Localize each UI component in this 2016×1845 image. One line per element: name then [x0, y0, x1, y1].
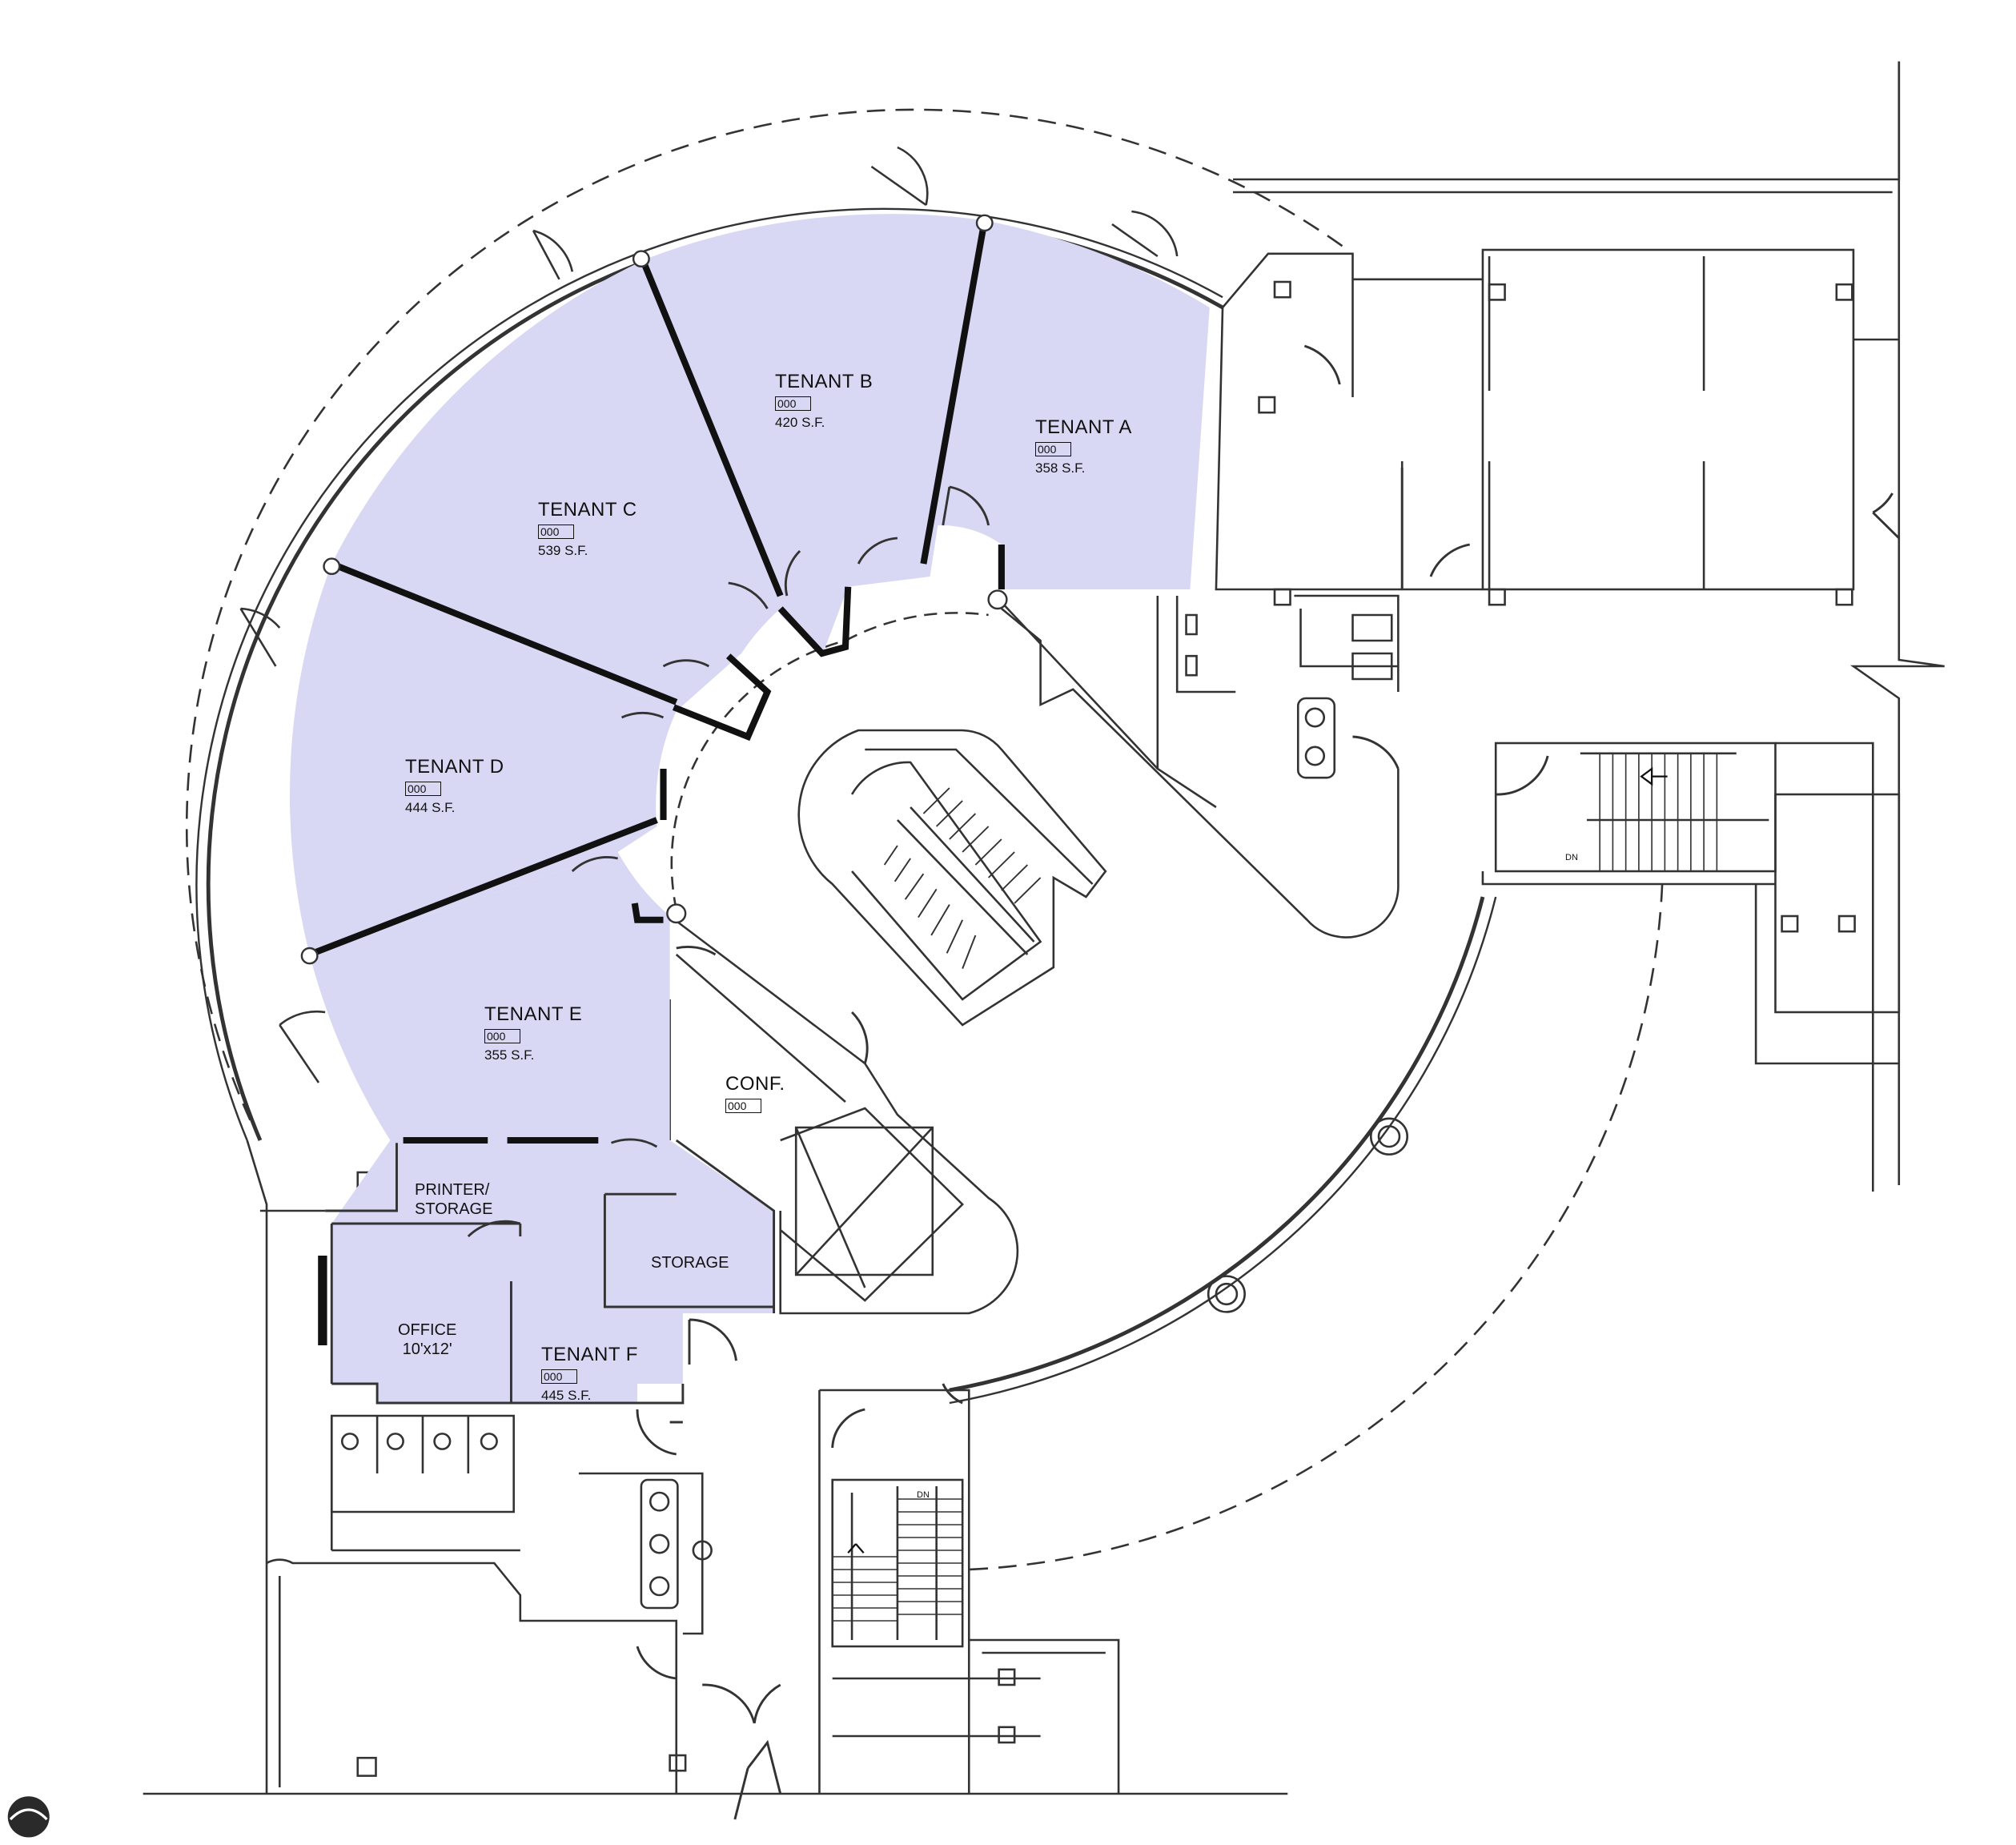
- tenant-d-label: TENANT D 000 444 S.F.: [405, 758, 504, 814]
- partition-b-c: [638, 255, 784, 597]
- column: [1369, 1117, 1409, 1156]
- tenant-c-area: 539 S.F.: [538, 543, 588, 558]
- printer-storage-line1: PRINTER/: [415, 1181, 490, 1199]
- tenant-d-name: TENANT D: [405, 756, 504, 778]
- storage-name: STORAGE: [651, 1254, 729, 1272]
- office-size: 10'x12': [402, 1341, 452, 1358]
- conf-number: 000: [725, 1099, 762, 1113]
- tenant-d-area: 444 S.F.: [405, 800, 456, 815]
- tenant-d-fill: [289, 564, 677, 955]
- tenant-f-name: TENANT F: [541, 1344, 638, 1365]
- tenant-f-area: 445 S.F.: [541, 1388, 592, 1403]
- partition-a-b: [920, 219, 988, 565]
- tenant-e-number: 000: [484, 1029, 521, 1043]
- printer-storage-line2: STORAGE: [415, 1200, 493, 1218]
- tenant-b-area: 420 S.F.: [775, 415, 825, 430]
- tenant-f-label: TENANT F 000 445 S.F.: [541, 1345, 638, 1402]
- elevator: [794, 1126, 934, 1276]
- tenant-a-label: TENANT A 000 358 S.F.: [1035, 418, 1132, 475]
- tenant-e-name: TENANT E: [484, 1003, 583, 1025]
- tenant-d-number: 000: [405, 782, 442, 796]
- tenant-b-number: 000: [775, 396, 812, 411]
- conf-label: CONF. 000: [725, 1075, 785, 1113]
- tenant-c-fill: [331, 259, 781, 711]
- tenant-a-area: 358 S.F.: [1035, 460, 1086, 476]
- tenant-a-fill: [936, 220, 1210, 589]
- tenant-a-number: 000: [1035, 442, 1072, 456]
- outer-walkway-arc: [185, 108, 1343, 1128]
- partition-c-d: [330, 561, 678, 705]
- printer-storage-label: PRINTER/ STORAGE: [415, 1182, 492, 1217]
- tenant-f-number: 000: [541, 1369, 578, 1384]
- office-name: OFFICE: [398, 1321, 457, 1339]
- tenant-b-fill: [646, 214, 985, 657]
- storage-label: STORAGE: [651, 1255, 729, 1271]
- logo-icon: [7, 1796, 50, 1838]
- inner-walkway-arc: [969, 883, 1664, 1571]
- tenant-fills: [289, 214, 1210, 1403]
- east-stair: [1494, 742, 1777, 873]
- partition-d-e: [308, 817, 658, 958]
- arrow-icon: [847, 1543, 865, 1554]
- east-stair-dn: DN: [1565, 853, 1578, 862]
- tenant-b-label: TENANT B 000 420 S.F.: [775, 372, 873, 429]
- exterior-curved-wall-east: [949, 896, 1485, 1393]
- tenant-c-label: TENANT C 000 539 S.F.: [538, 500, 637, 557]
- tenant-e-label: TENANT E 000 355 S.F.: [484, 1005, 582, 1062]
- tenant-f-fill: [331, 1140, 774, 1403]
- tenant-e-fill: [309, 852, 670, 1140]
- arrow-icon: [1640, 766, 1668, 786]
- office-label: OFFICE 10'x12': [398, 1322, 456, 1357]
- tenant-b-name: TENANT B: [775, 371, 873, 392]
- column: [1207, 1275, 1246, 1313]
- tenant-e-area: 355 S.F.: [484, 1047, 535, 1063]
- central-stair: [797, 729, 1107, 1027]
- conf-name: CONF.: [725, 1073, 785, 1095]
- tenant-a-name: TENANT A: [1035, 416, 1132, 438]
- tenant-c-number: 000: [538, 525, 575, 539]
- tenant-c-name: TENANT C: [538, 499, 637, 521]
- south-stair-dn: DN: [917, 1490, 930, 1500]
